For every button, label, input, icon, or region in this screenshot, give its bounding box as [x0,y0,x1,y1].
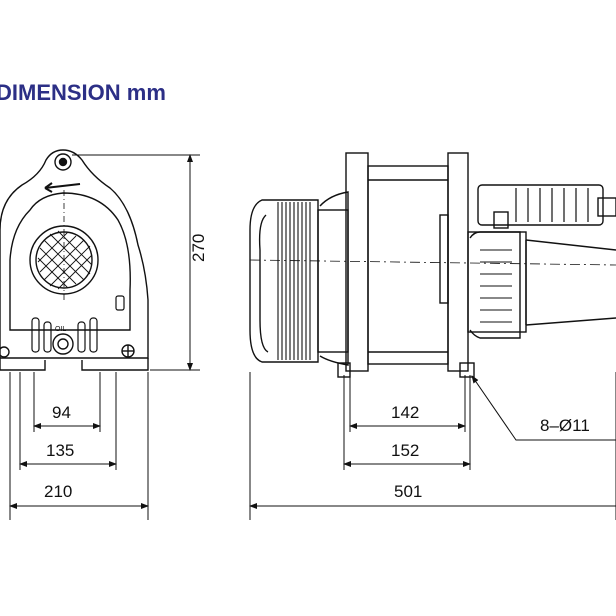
front-foot-left [0,358,46,371]
front-foot-right [81,358,149,371]
rotation-arrow [44,183,81,189]
right-flange [447,152,469,372]
front-housing-outline [0,149,149,359]
dim-side-mount: 152 [391,441,419,460]
output-shaft [525,239,616,326]
svg-text:OIL: OIL [55,326,66,333]
lifting-eye [54,153,72,171]
dim-holes: 8–Ø11 [540,416,590,435]
side-dimensions [249,372,616,520]
holes-leader [471,375,616,441]
front-view: OIL [0,149,149,371]
diagram-title: DIMENSION mm [0,80,166,105]
dim-front-height: 270 [189,234,208,262]
oil-plug [52,333,74,355]
dim-front-width: 210 [44,482,72,501]
dim-side-inner: 142 [391,403,419,422]
side-view [249,152,616,378]
motor-end-cap [249,199,319,363]
dim-front-mount: 135 [46,441,74,460]
gearbox [467,231,527,333]
control-box [477,184,604,226]
dim-side-length: 501 [394,482,422,501]
front-dimensions [9,154,200,520]
left-flange [345,152,369,372]
winch-drum [317,209,349,353]
dim-front-inner: 94 [52,403,71,422]
